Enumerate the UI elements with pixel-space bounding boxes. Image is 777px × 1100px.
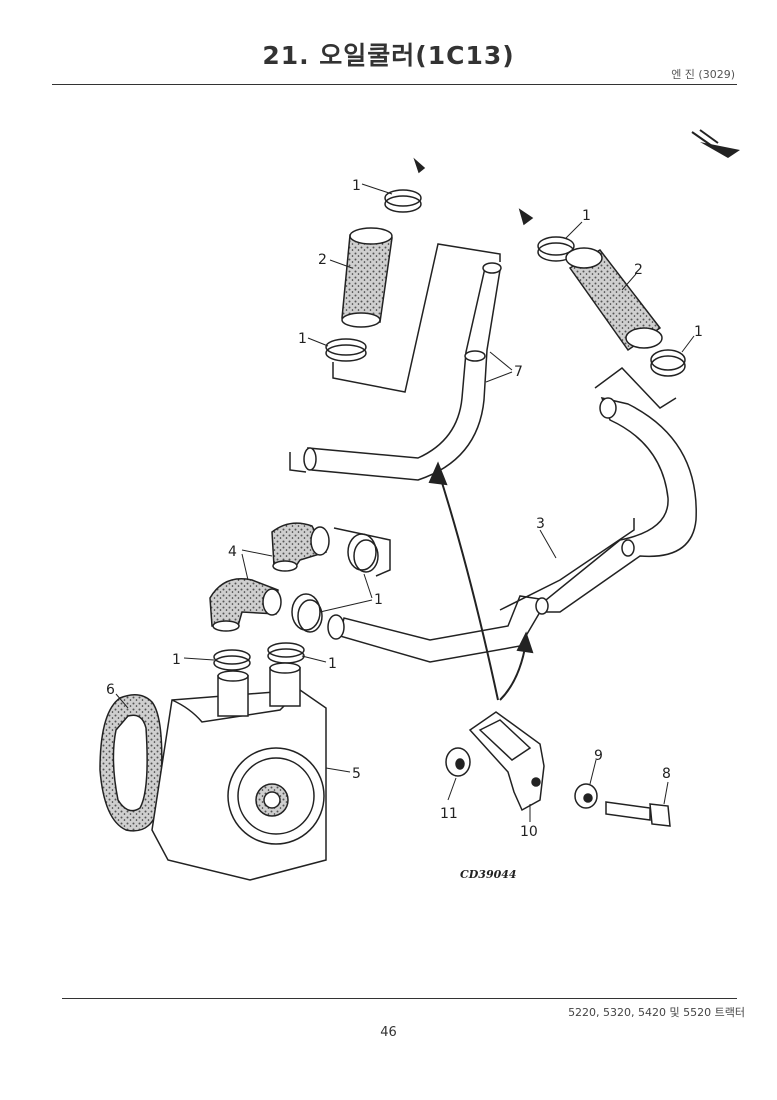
- callout-labels: 1 2 1 1 2 1 7 3 4 1 1 1 6 5 9 8 11 10 CD…: [106, 178, 703, 881]
- callout-3: 3: [536, 516, 545, 532]
- pipe-7: [289, 262, 502, 481]
- callout-2: 2: [634, 262, 643, 278]
- footer-rule: [62, 998, 737, 999]
- footer-models: 5220, 5320, 5420 및 5520 트랙터: [568, 1006, 745, 1019]
- pipe-3: [327, 396, 697, 663]
- parts-diagram: 1 2 1 1 2 1 7 3 4 1 1 1 6 5 9 8 11 10 CD…: [99, 129, 740, 881]
- bracket-hardware: [445, 711, 671, 827]
- header-rule: [52, 84, 737, 85]
- callout-1: 1: [374, 592, 383, 608]
- callout-1: 1: [582, 208, 591, 224]
- direction-arrow-icon: [691, 129, 740, 158]
- elbow-hoses-4: [209, 522, 391, 671]
- upper-left-hose-assembly: [325, 157, 501, 393]
- callout-1: 1: [172, 652, 181, 668]
- callout-1: 1: [328, 656, 337, 672]
- callout-10: 10: [520, 824, 538, 840]
- callout-6: 6: [106, 682, 115, 698]
- callout-1: 1: [694, 324, 703, 340]
- callout-4: 4: [228, 544, 237, 560]
- upper-right-hose-assembly: [518, 208, 686, 409]
- callout-8: 8: [662, 766, 671, 782]
- callout-7: 7: [514, 364, 523, 380]
- callout-2: 2: [318, 252, 327, 268]
- callout-1: 1: [352, 178, 361, 194]
- page-number: 46: [380, 1025, 397, 1040]
- oil-cooler-5: [99, 662, 327, 881]
- routing-arrows: [428, 461, 534, 701]
- callout-9: 9: [594, 748, 603, 764]
- callout-1: 1: [298, 331, 307, 347]
- callout-5: 5: [352, 766, 361, 782]
- callout-11: 11: [440, 806, 458, 822]
- leader-lines: [115, 183, 695, 822]
- page-title: 21. 오일쿨러(1C13): [262, 41, 515, 70]
- section-reference: 엔 진 (3029): [671, 68, 735, 81]
- drawing-code: CD39044: [460, 868, 517, 881]
